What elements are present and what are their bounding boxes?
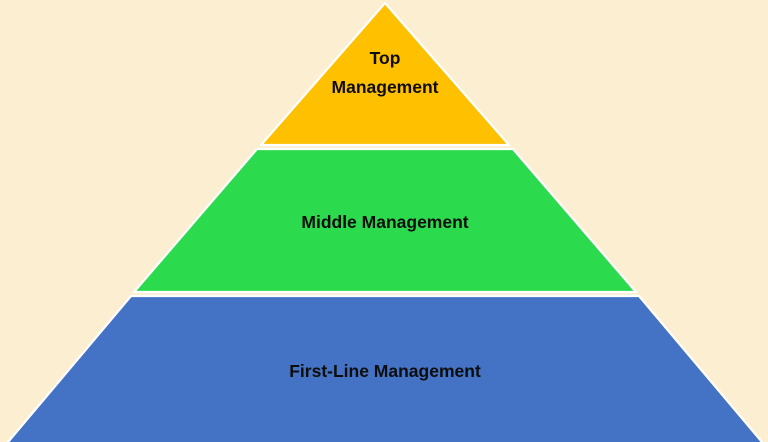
top-management-label: Top Management <box>285 44 485 102</box>
pyramid-level-first-line-shape <box>6 294 764 442</box>
first-line-management-label: First-Line Management <box>289 361 481 381</box>
middle-management-label: Middle Management <box>301 212 469 232</box>
top-management-label-line1: Top <box>369 48 401 68</box>
top-management-label-line2: Management <box>331 77 439 97</box>
pyramid-level-top-shape <box>259 1 511 147</box>
pyramid-level-middle-shape <box>132 147 638 294</box>
